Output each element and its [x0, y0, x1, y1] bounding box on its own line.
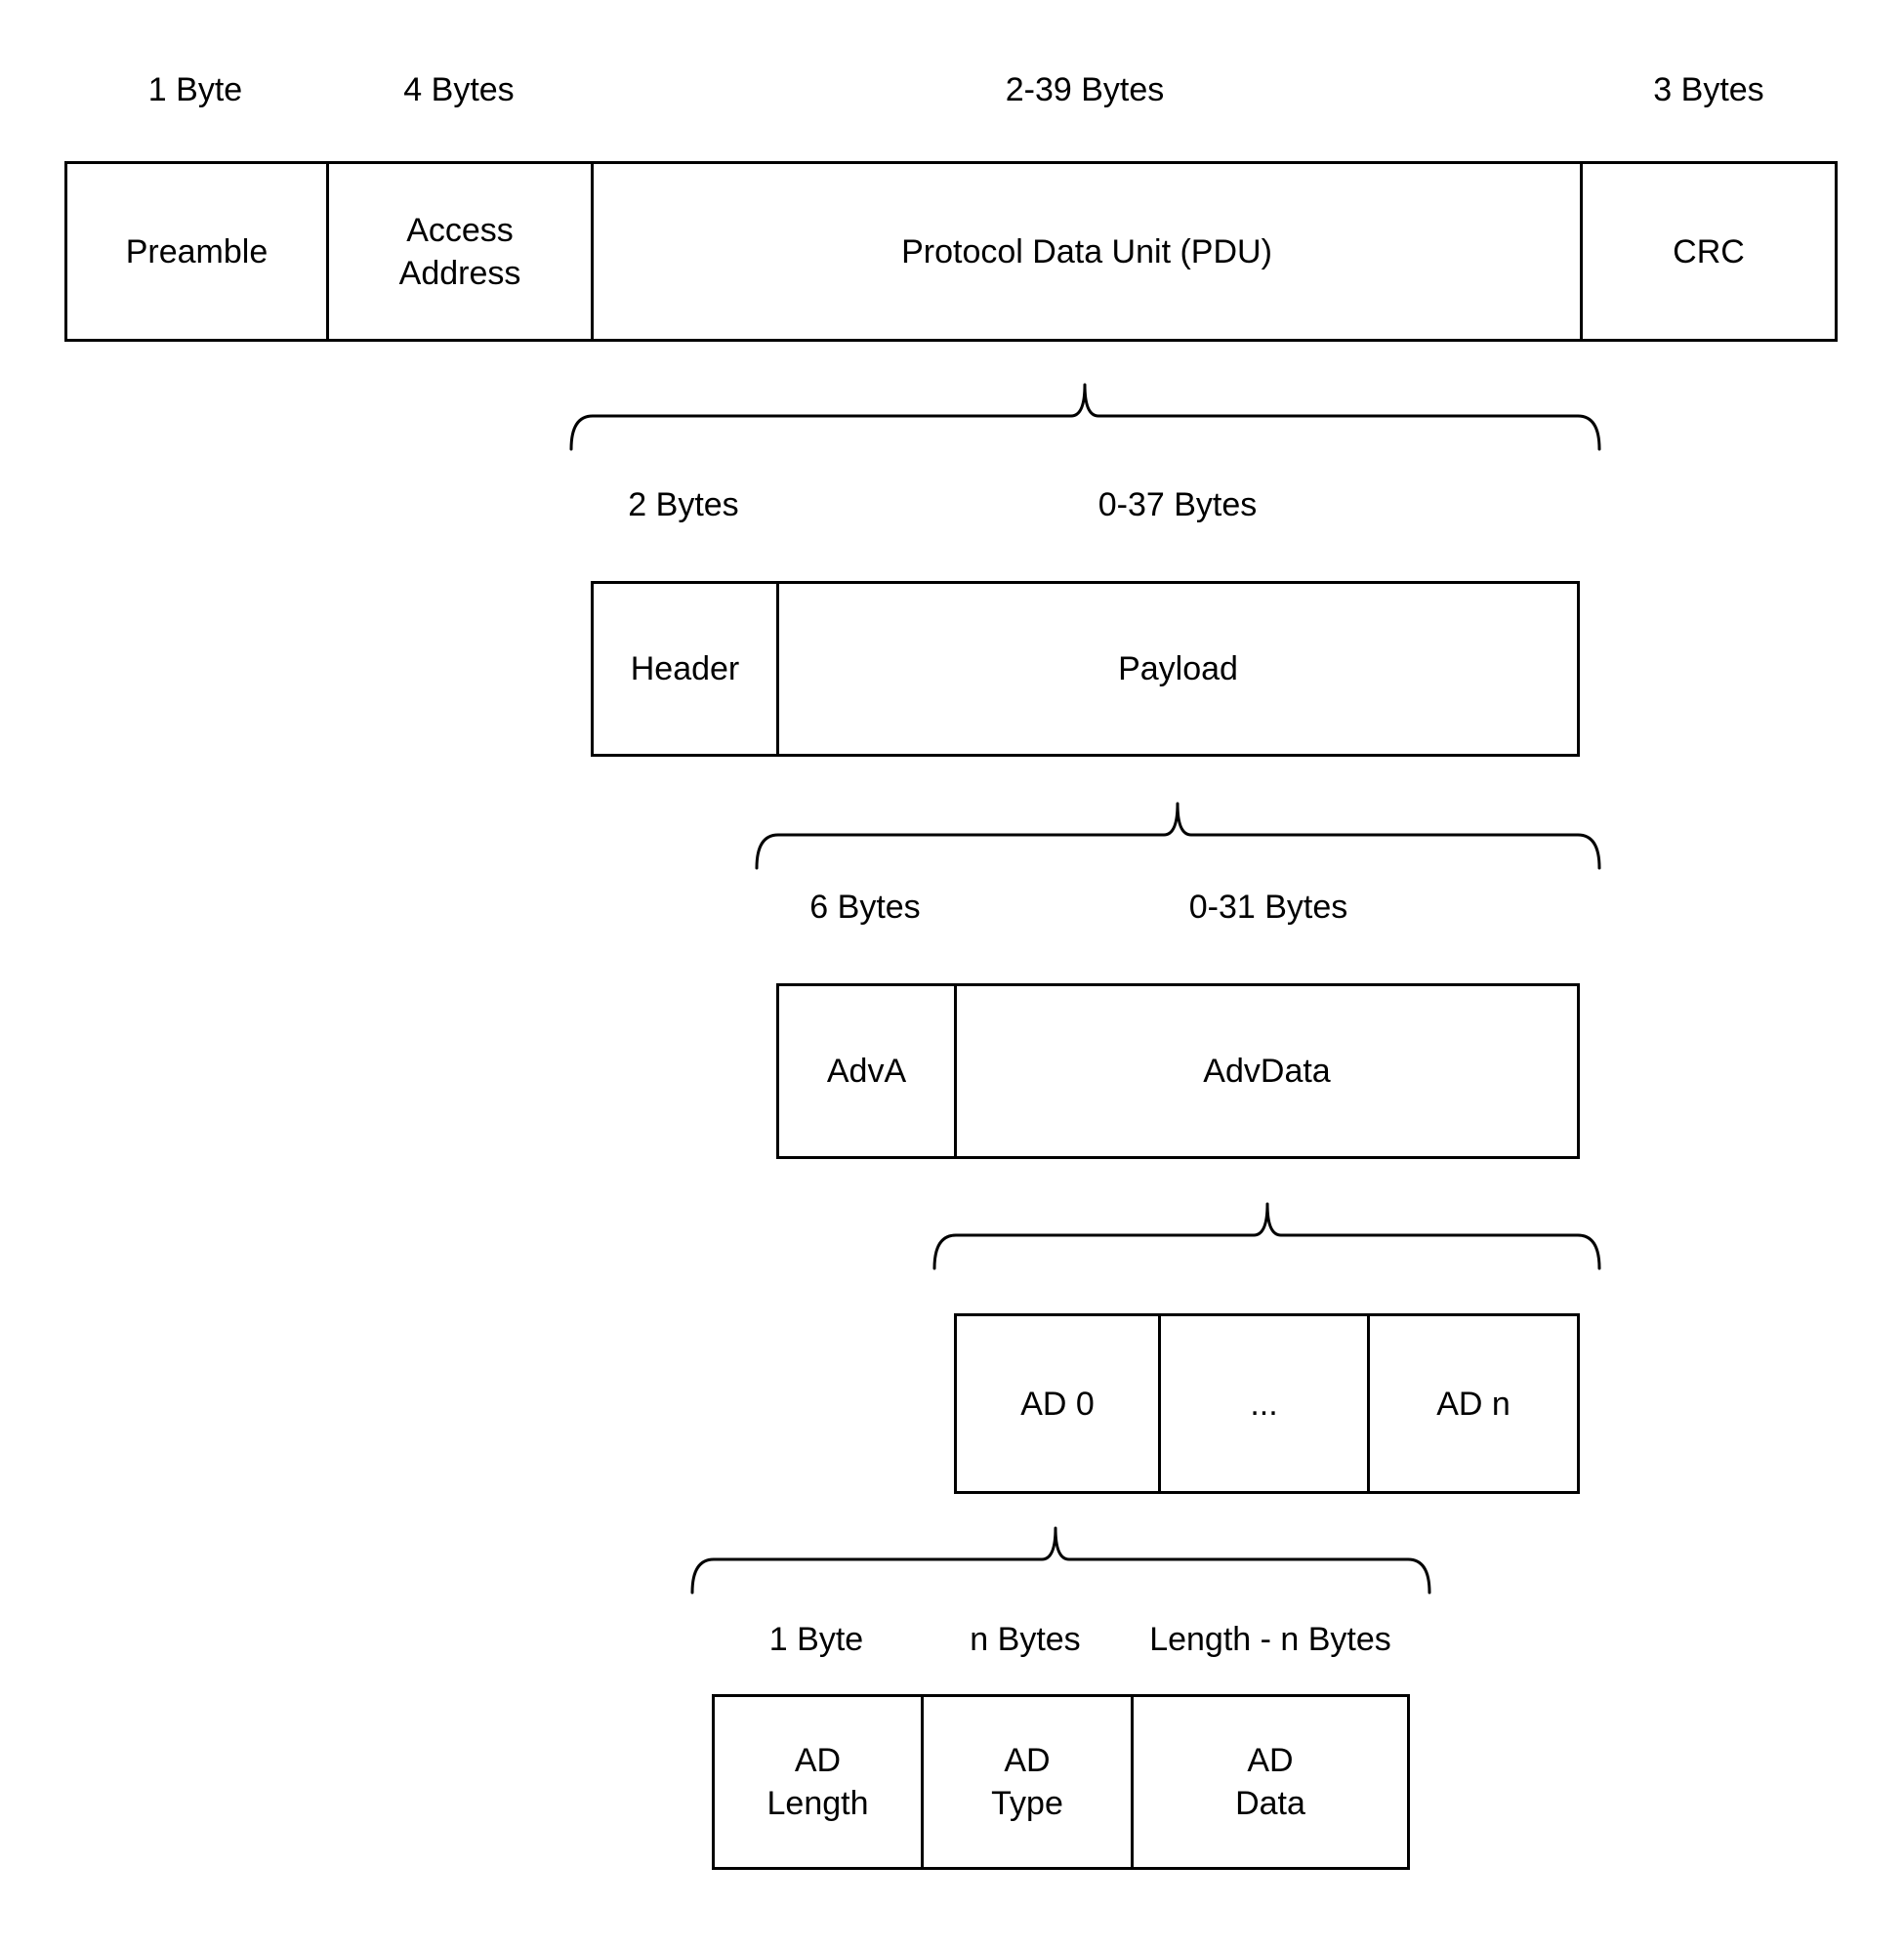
size-label-crc: 3 Bytes — [1653, 71, 1764, 108]
cell-ad-length: AD Length — [766, 1742, 869, 1822]
cell-ad-type: AD Type — [921, 1697, 1131, 1867]
size-label-adva: 6 Bytes — [809, 889, 921, 926]
cell-preamble: Preamble — [125, 232, 269, 270]
cell-pdu: Protocol Data Unit (PDU) — [591, 164, 1580, 339]
pdu-row: Header Payload — [591, 581, 1580, 757]
size-label-advdata: 0-31 Bytes — [1188, 889, 1348, 926]
cell-advdata: AdvData — [954, 986, 1577, 1156]
size-label-ad-type: n Bytes — [970, 1621, 1081, 1658]
size-label-header: 2 Bytes — [628, 486, 739, 523]
cell-payload: Payload — [776, 584, 1577, 754]
ad-structure-row: AD Length AD Type AD Data — [712, 1694, 1410, 1870]
size-label-access-address: 4 Bytes — [403, 71, 515, 108]
cell-access-address: Access Address — [326, 164, 591, 339]
cell-header: Header — [630, 650, 740, 687]
size-label-preamble: 1 Byte — [147, 71, 243, 108]
brace-pdu-to-header-payload — [569, 383, 1601, 451]
brace-ad0-to-ad-structure — [690, 1526, 1431, 1595]
packet-row: Preamble Access Address Protocol Data Un… — [64, 161, 1838, 342]
payload-row: AdvA AdvData — [776, 983, 1580, 1159]
cell-crc: CRC — [1580, 164, 1835, 339]
cell-ad-ellipsis: ... — [1158, 1316, 1367, 1491]
brace-payload-to-adva-advdata — [755, 802, 1601, 870]
brace-advdata-to-ad-list — [932, 1202, 1601, 1270]
size-label-ad-length: 1 Byte — [768, 1621, 864, 1658]
cell-adva: AdvA — [826, 1053, 907, 1090]
cell-ad-data: AD Data — [1131, 1697, 1407, 1867]
cell-adn: AD n — [1367, 1316, 1577, 1491]
cell-ad0: AD 0 — [1020, 1385, 1095, 1423]
size-label-ad-data: Length - n Bytes — [1149, 1621, 1391, 1658]
advdata-row: AD 0 ... AD n — [954, 1313, 1580, 1494]
size-label-payload: 0-37 Bytes — [1097, 486, 1258, 523]
size-label-pdu: 2-39 Bytes — [1005, 71, 1165, 108]
